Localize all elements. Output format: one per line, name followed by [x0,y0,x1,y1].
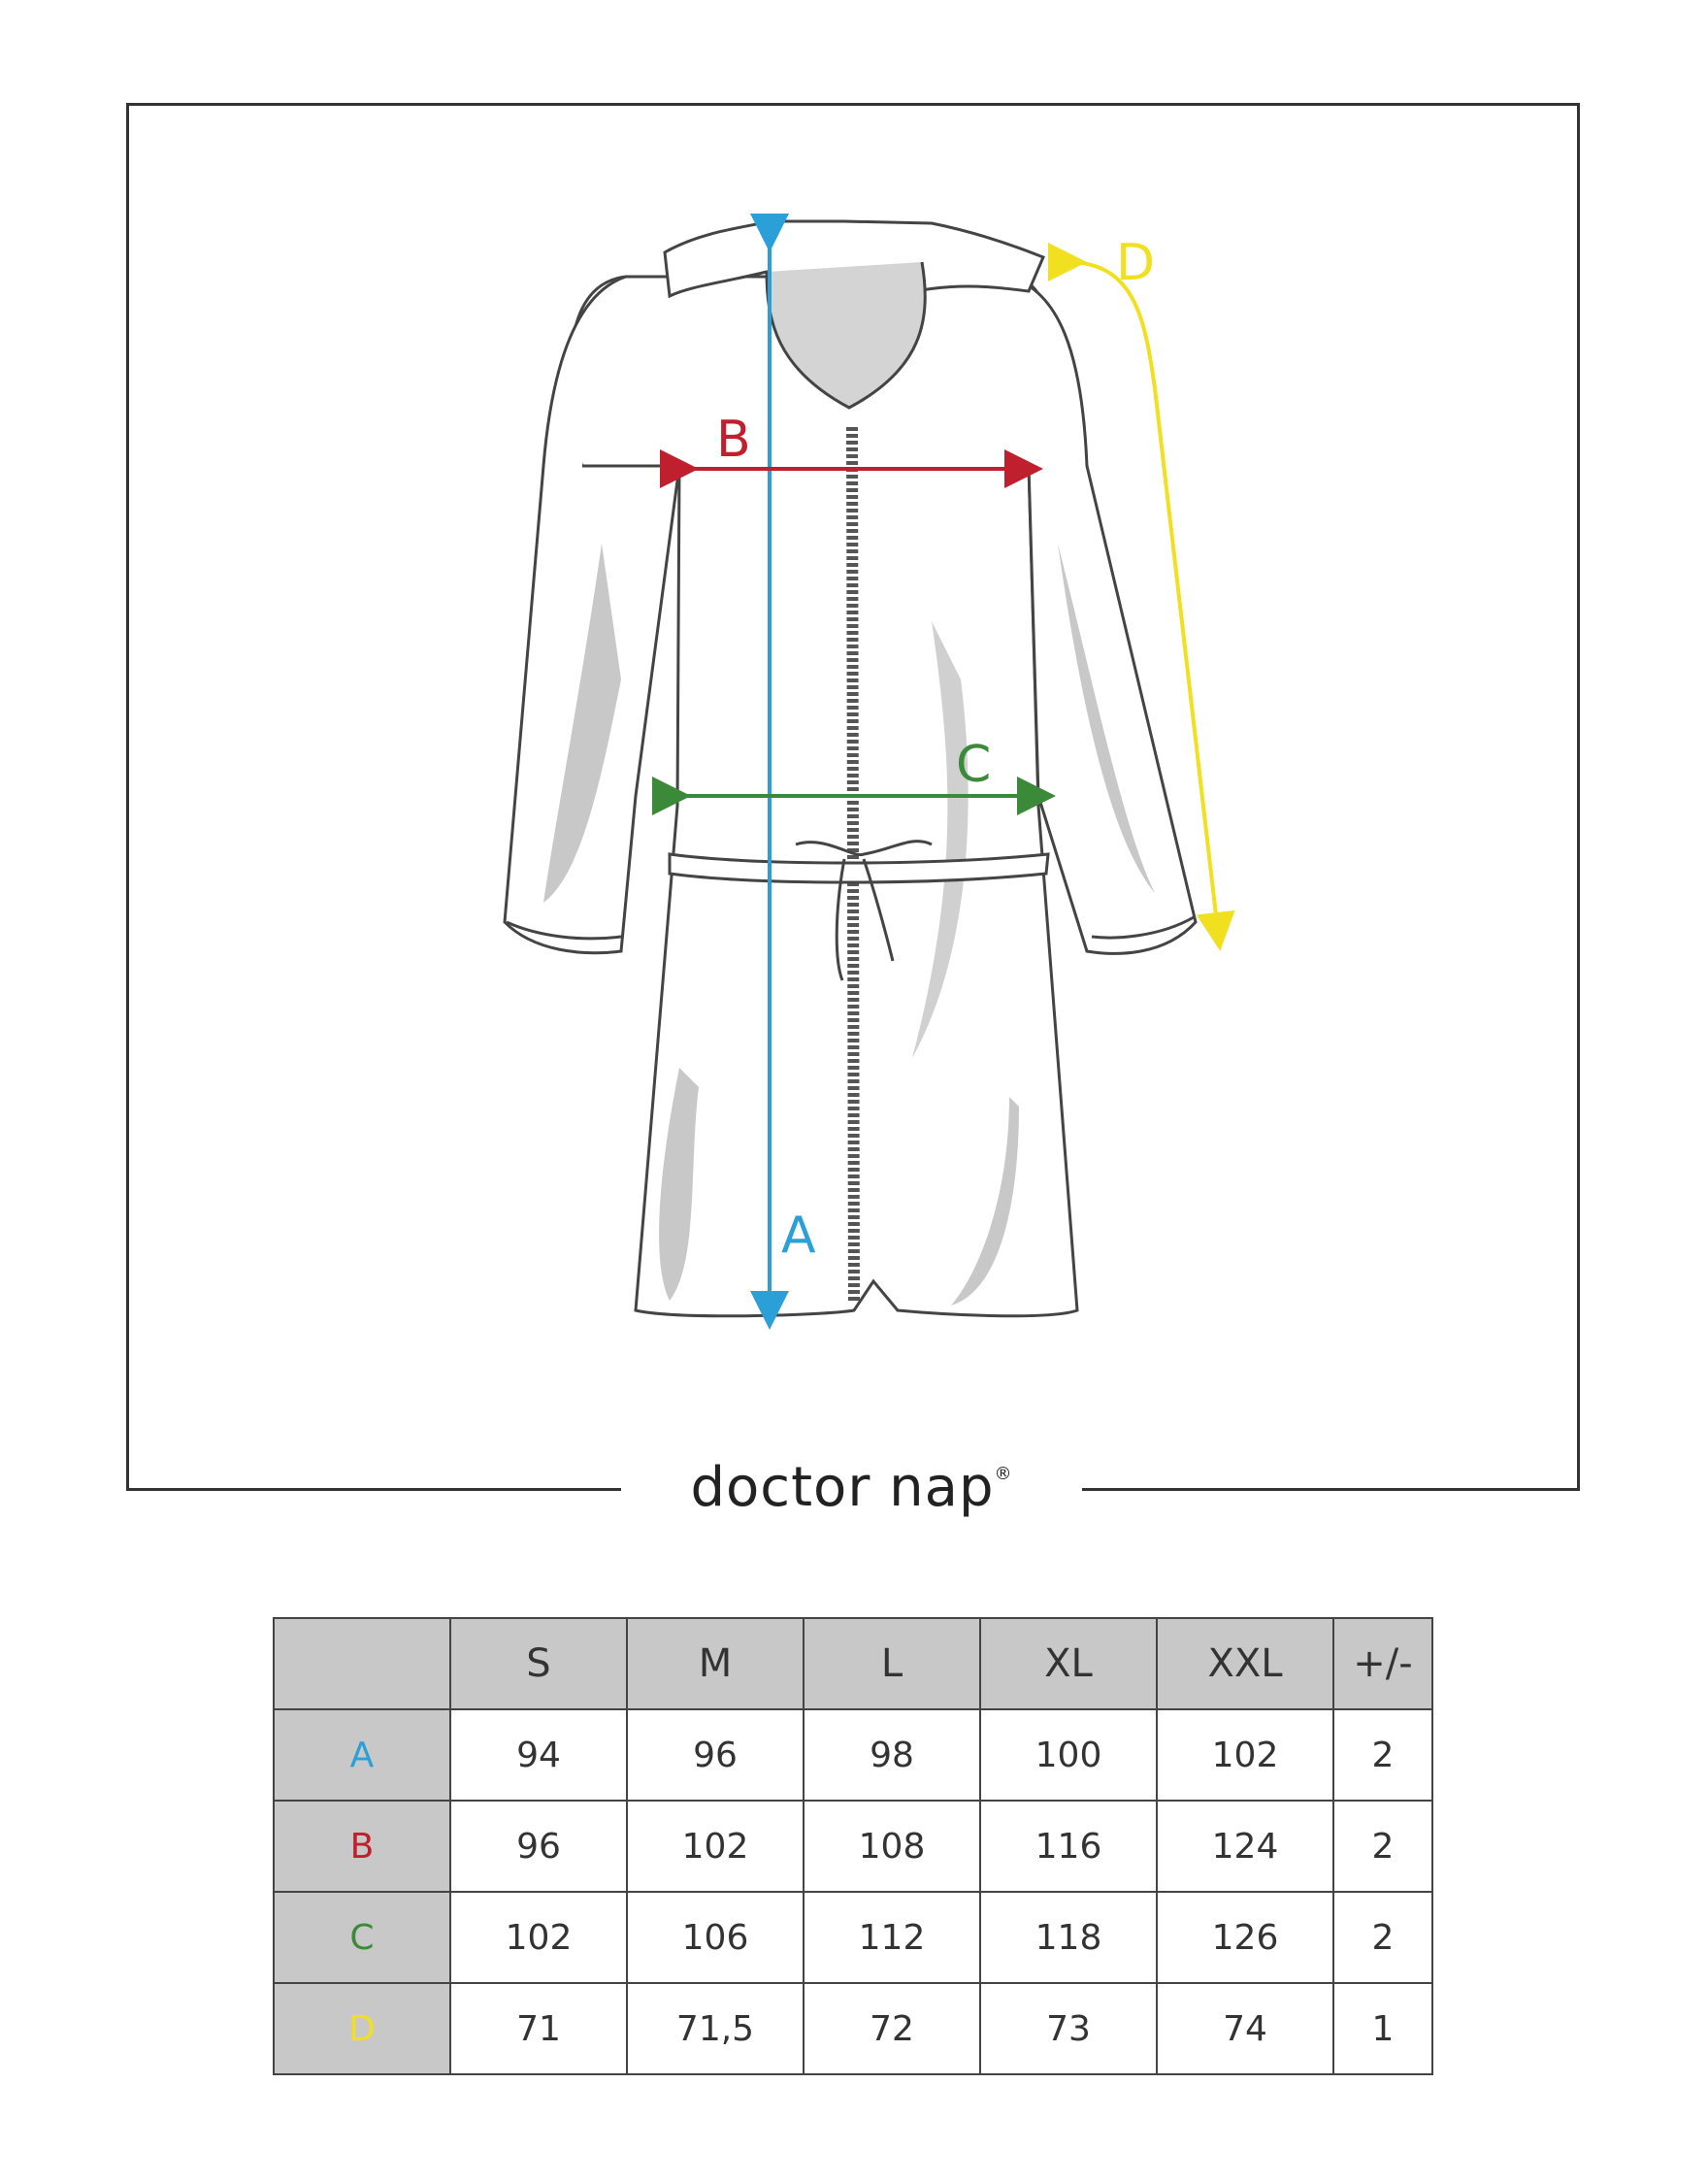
measure-line-d [1047,242,1235,951]
table-row-d: D 71 71,5 72 73 74 1 [273,1982,1433,2075]
cell-d-l: 72 [803,1982,981,2075]
frame-gap [621,1475,1082,1514]
cell-a-xl: 100 [979,1708,1158,1802]
shade-hem-right [951,1097,1019,1306]
robe-diagram: A B C D [503,214,1235,1330]
table-row-c: C 102 106 112 118 126 2 [273,1891,1433,1984]
shade-left-sleeve [543,544,621,903]
left-cuff [506,920,622,941]
cell-b-xxl: 124 [1156,1800,1334,1893]
header-size-xl: XL [979,1617,1158,1710]
cell-d-s: 71 [449,1982,628,2075]
cell-b-s: 96 [449,1800,628,1893]
cell-c-tolerance: 2 [1332,1891,1433,1984]
cell-a-l: 98 [803,1708,981,1802]
header-blank [273,1617,451,1710]
cell-c-l: 112 [803,1891,981,1984]
header-size-l: L [803,1617,981,1710]
table-row-b: B 96 102 108 116 124 2 [273,1800,1433,1893]
brand-logo: doctor nap® [621,1456,1082,1519]
cell-b-l: 108 [803,1800,981,1893]
cell-a-m: 96 [626,1708,805,1802]
cell-a-s: 94 [449,1708,628,1802]
header-tolerance: +/- [1332,1617,1433,1710]
registered-mark: ® [994,1464,1013,1484]
row-label-d: D [273,1982,451,2075]
row-label-b: B [273,1800,451,1893]
belt-tie [795,840,933,981]
cell-b-m: 102 [626,1800,805,1893]
measure-label-b: B [716,411,751,469]
header-size-s: S [449,1617,628,1710]
cell-d-xl: 73 [979,1982,1158,2075]
cell-a-xxl: 102 [1156,1708,1334,1802]
shade-body-right [912,621,969,1058]
header-size-m: M [626,1617,805,1710]
brand-name: doctor nap [690,1456,995,1519]
cell-c-xl: 118 [979,1891,1158,1984]
size-chart-table: S M L XL XXL +/- A 94 96 98 100 102 2 B … [273,1617,1433,2075]
shade-hem-left [659,1068,699,1301]
cell-d-m: 71,5 [626,1982,805,2075]
table-header-row: S M L XL XXL +/- [273,1617,1433,1710]
row-label-a: A [273,1708,451,1802]
cell-a-tolerance: 2 [1332,1708,1433,1802]
row-label-c: C [273,1891,451,1984]
measure-label-c: C [956,736,991,794]
header-size-xxl: XXL [1156,1617,1334,1710]
measure-label-a: A [781,1207,816,1265]
cell-c-s: 102 [449,1891,628,1984]
cell-b-xl: 116 [979,1800,1158,1893]
cell-b-tolerance: 2 [1332,1800,1433,1893]
table-row-a: A 94 96 98 100 102 2 [273,1708,1433,1802]
cell-d-xxl: 74 [1156,1982,1334,2075]
cell-c-xxl: 126 [1156,1891,1334,1984]
cell-d-tolerance: 1 [1332,1982,1433,2075]
measure-label-d: D [1116,234,1155,292]
cell-c-m: 106 [626,1891,805,1984]
